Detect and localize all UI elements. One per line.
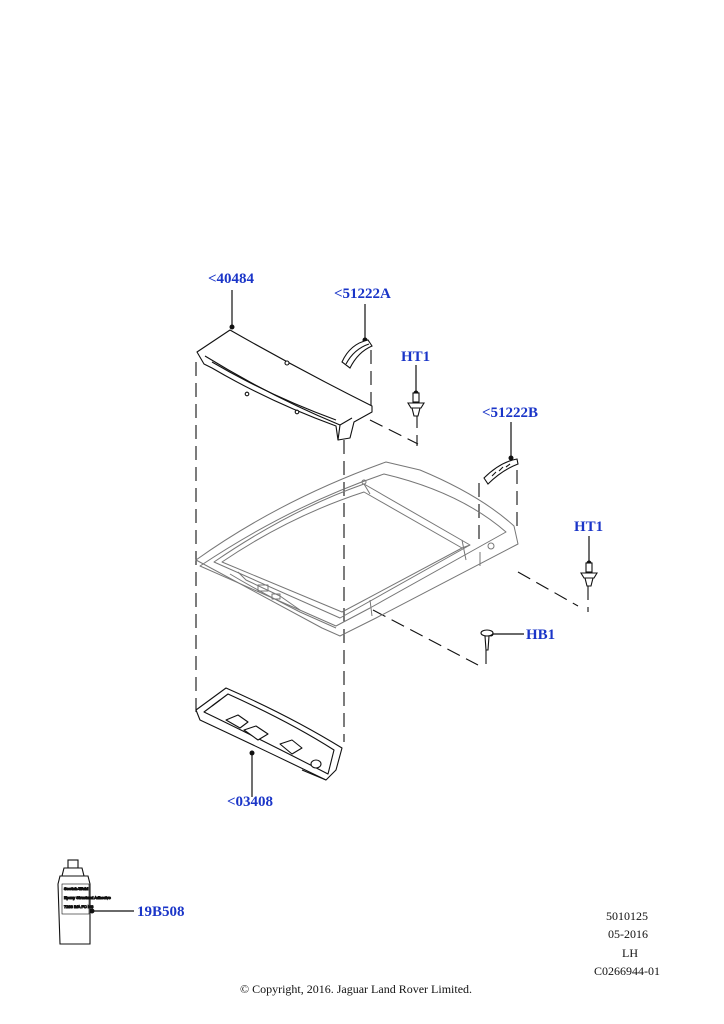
- callout-hb1[interactable]: HB1: [526, 627, 556, 643]
- bottle-line2: Epoxy Structural Adhesive: [64, 895, 111, 900]
- assembly-dash-lines: [195, 350, 589, 742]
- bottle-line3: 7288 B/A FC NS: [64, 904, 94, 909]
- callout-40484[interactable]: <40484: [208, 271, 255, 287]
- upper-trim-panel: [196, 329, 373, 441]
- leader-lines: [92, 290, 590, 912]
- meta-side: LH: [622, 946, 638, 960]
- adhesive-bottle: Scotch-Weld Epoxy Structural Adhesive 72…: [57, 859, 112, 945]
- bolt-hb1: [480, 629, 494, 651]
- callout-03408[interactable]: <03408: [227, 794, 274, 810]
- trim-cap-a: [341, 339, 373, 369]
- meta-date: 05-2016: [608, 927, 648, 941]
- meta-code: 5010125: [606, 909, 648, 923]
- callout-51222b[interactable]: <51222B: [482, 405, 539, 421]
- copyright-notice: © Copyright, 2016. Jaguar Land Rover Lim…: [239, 982, 473, 996]
- callout-ht1-top[interactable]: HT1: [401, 349, 431, 365]
- bottle-brand: Scotch-Weld: [64, 886, 89, 891]
- callout-ht1-right[interactable]: HT1: [574, 519, 604, 535]
- meta-ref: C0266944-01: [594, 964, 660, 978]
- clip-ht1-top: [407, 392, 425, 417]
- callout-19b508[interactable]: 19B508: [137, 904, 185, 920]
- roof-panel: [195, 461, 519, 637]
- clip-ht1-right: [580, 562, 598, 587]
- callout-51222a[interactable]: <51222A: [334, 286, 391, 302]
- lower-trim-panel: [195, 687, 343, 781]
- trim-cap-b: [483, 458, 519, 485]
